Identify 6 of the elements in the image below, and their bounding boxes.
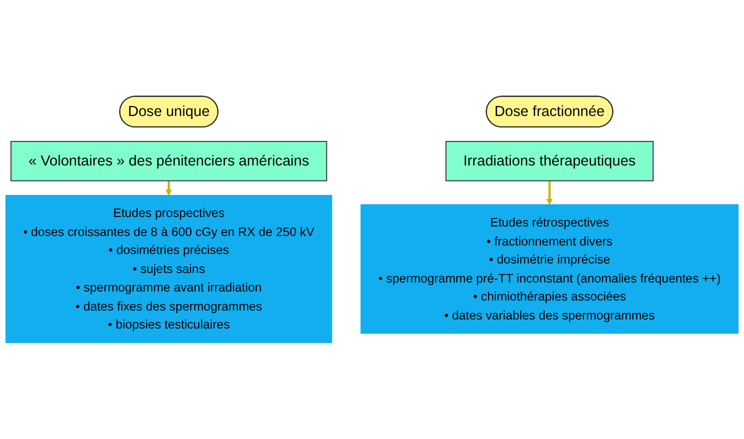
arrow [166,180,172,196]
node-box: Irradiations thérapeutiques [445,140,654,182]
node-box: Etudes rétrospectives • fractionnement divers • dosimétrie imprécise • spermogramme pré-TT inconstant (anomalies fréquentes ++) • chimiothérapies associées • dates variables des spermogrammes [360,204,739,334]
node-box: Etudes prospectives • doses croissantes de 8 à 600 cGy en RX de 250 kV • dosimétries précises • sujets sains • spermogramme avant irradiation • dates fixes des spermogrammes • biopsies testiculaires [5,194,332,343]
arrow [546,180,553,205]
node-box: « Volontaires » des pénitenciers américains [10,140,328,182]
